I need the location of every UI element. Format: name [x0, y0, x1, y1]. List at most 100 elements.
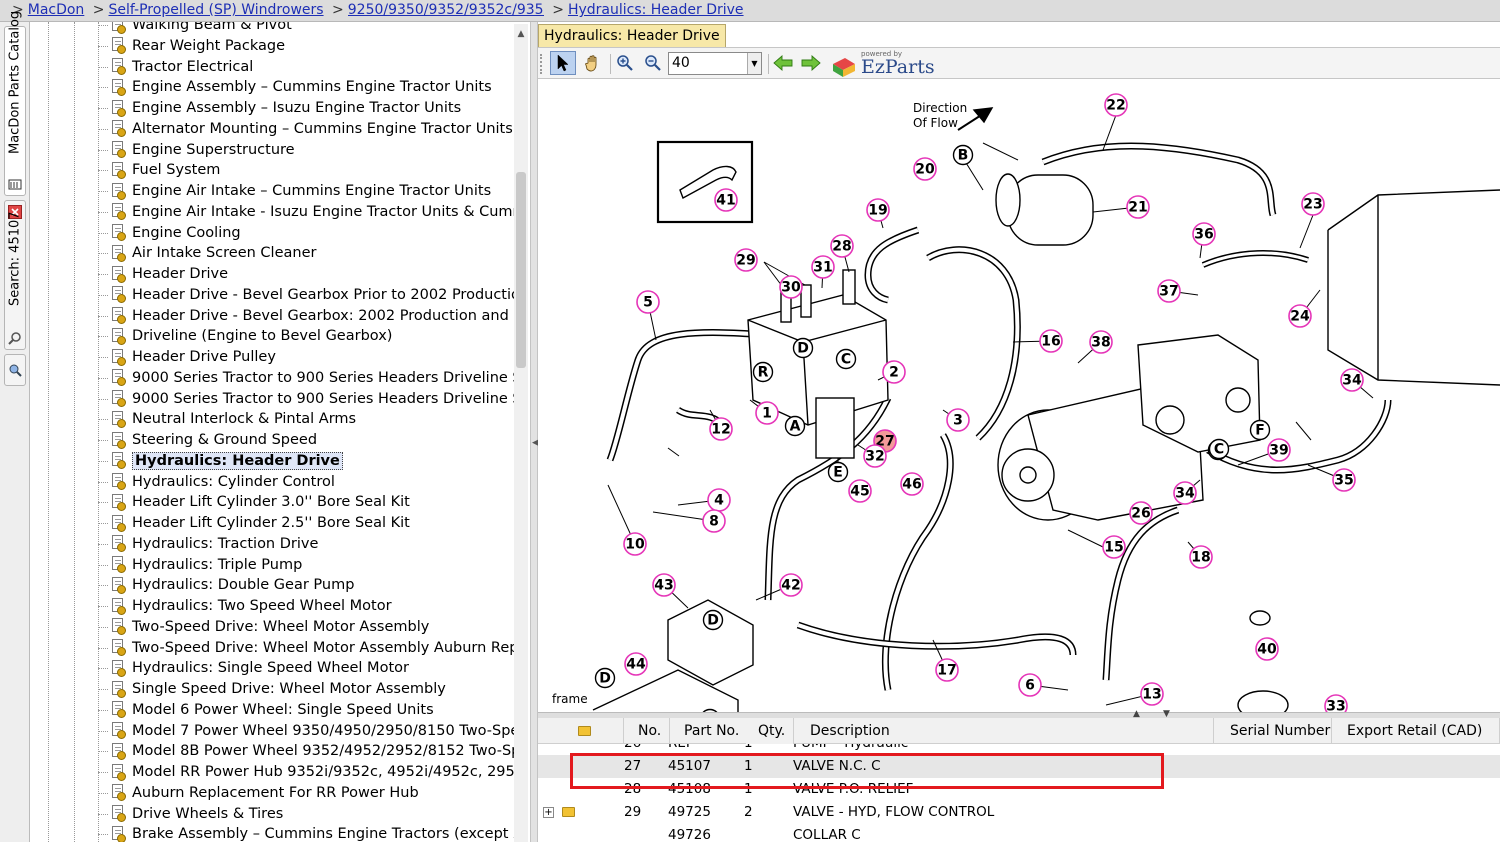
tree-scrollbar[interactable]: ▲ — [514, 24, 528, 842]
tree-item[interactable]: Walking Beam & Pivot — [98, 22, 292, 35]
collapse-down-icon[interactable]: ▼ — [1163, 709, 1170, 719]
tree-item[interactable]: Header Lift Cylinder 2.5'' Bore Seal Kit — [98, 513, 410, 533]
callout-26[interactable]: 26 — [1129, 501, 1153, 525]
pan-tool-button[interactable] — [580, 51, 606, 75]
callout-45[interactable]: 45 — [848, 479, 872, 503]
callout-4[interactable]: 4 — [707, 488, 731, 512]
tree-item[interactable]: Rear Weight Package — [98, 36, 285, 56]
callout-33[interactable]: 33 — [1324, 694, 1348, 712]
tree-item[interactable]: Single Speed Drive: Wheel Motor Assembly — [98, 679, 446, 699]
column-header-no[interactable]: No. — [624, 718, 670, 744]
tree-item[interactable]: Auburn Replacement For RR Power Hub — [98, 783, 419, 803]
callout-31[interactable]: 31 — [811, 255, 835, 279]
tree-item[interactable]: Engine Air Intake - Isuzu Engine Tractor… — [98, 202, 519, 222]
callout-21[interactable]: 21 — [1126, 195, 1150, 219]
tab-parts-catalog[interactable]: MacDon Parts Catalog — [4, 11, 26, 196]
callout-2[interactable]: 2 — [882, 360, 906, 384]
tree-item[interactable]: Steering & Ground Speed — [98, 430, 317, 450]
callout-3[interactable]: 3 — [946, 408, 970, 432]
callout-6[interactable]: 6 — [1018, 673, 1042, 697]
tree-scrollbar-thumb[interactable] — [516, 172, 526, 368]
callout-37[interactable]: 37 — [1157, 279, 1181, 303]
callout-10[interactable]: 10 — [623, 532, 647, 556]
breadcrumb-link-model[interactable]: 9250/9350/9352/9352c/9352i — [347, 2, 544, 18]
tree-item[interactable]: Drive Wheels & Tires — [98, 804, 283, 824]
tree-item[interactable]: Hydraulics: Double Gear Pump — [98, 575, 354, 595]
callout-23[interactable]: 23 — [1301, 192, 1325, 216]
callout-15[interactable]: 15 — [1102, 535, 1126, 559]
tree-item[interactable]: Engine Air Intake – Cummins Engine Tract… — [98, 181, 491, 201]
tree-item[interactable]: Two-Speed Drive: Wheel Motor Assembly Au… — [98, 638, 523, 658]
callout-35[interactable]: 35 — [1332, 468, 1356, 492]
callout-40[interactable]: 40 — [1255, 637, 1279, 661]
tree-item[interactable]: Hydraulics: Header Drive — [98, 451, 343, 471]
collapse-left-icon[interactable]: ◀ — [532, 438, 539, 448]
tree-item[interactable]: Hydraulics: Cylinder Control — [98, 472, 335, 492]
callout-8[interactable]: 8 — [702, 509, 726, 533]
tree-item[interactable]: Engine Superstructure — [98, 140, 295, 160]
callout-19[interactable]: 19 — [866, 198, 890, 222]
zoom-level-select[interactable]: 40 ▼ — [668, 52, 762, 75]
tree-item[interactable]: Model 8B Power Wheel 9352/4952/2952/8152… — [98, 741, 520, 761]
callout-16[interactable]: 16 — [1039, 329, 1063, 353]
tree-item[interactable]: Tractor Electrical — [98, 57, 253, 77]
tree-item[interactable]: Brake Assembly – Cummins Engine Tractors… — [98, 824, 523, 842]
callout-22[interactable]: 22 — [1104, 93, 1128, 117]
callout-30[interactable]: 30 — [779, 275, 803, 299]
scroll-up-icon[interactable]: ▲ — [517, 29, 525, 39]
tree-item[interactable]: Hydraulics: Single Speed Wheel Motor — [98, 658, 409, 678]
chevron-down-icon[interactable]: ▼ — [747, 53, 761, 74]
tree-item[interactable]: Model RR Power Hub 9352i/9352c, 4952i/49… — [98, 762, 524, 782]
zoom-in-button[interactable] — [612, 51, 638, 75]
tree-item[interactable]: Model 7 Power Wheel 9350/4950/2950/8150 … — [98, 721, 519, 741]
callout-42[interactable]: 42 — [779, 573, 803, 597]
back-button[interactable] — [770, 51, 796, 75]
breadcrumb-link-current[interactable]: Hydraulics: Header Drive — [567, 2, 744, 18]
pane-splitter[interactable]: ◀ — [530, 22, 539, 842]
callout-39[interactable]: 39 — [1267, 438, 1291, 462]
tree-item[interactable]: Header Drive Pulley — [98, 347, 276, 367]
callout-44[interactable]: 44 — [624, 652, 648, 676]
callout-38[interactable]: 38 — [1089, 330, 1113, 354]
tree-item[interactable]: Header Drive - Bevel Gearbox Prior to 20… — [98, 285, 520, 305]
tab-hydraulics-header-drive[interactable]: Hydraulics: Header Drive — [538, 24, 726, 47]
callout-1[interactable]: 1 — [755, 401, 779, 425]
callout-17[interactable]: 17 — [935, 658, 959, 682]
callout-24[interactable]: 24 — [1288, 304, 1312, 328]
zoom-out-button[interactable] — [640, 51, 666, 75]
callout-20[interactable]: 20 — [913, 157, 937, 181]
tree-item[interactable]: Header Lift Cylinder 3.0'' Bore Seal Kit — [98, 492, 410, 512]
table-row[interactable]: 26REF1PUMP - Hydraulic — [538, 744, 1500, 755]
breadcrumb-link-windrowers[interactable]: Self-Propelled (SP) Windrowers — [108, 2, 324, 18]
callout-32[interactable]: 32 — [863, 444, 887, 468]
expand-up-icon[interactable]: ▲ — [1133, 709, 1140, 719]
tree-item[interactable]: Air Intake Screen Cleaner — [98, 243, 316, 263]
tree-item[interactable]: Engine Assembly – Isuzu Engine Tractor U… — [98, 98, 461, 118]
callout-18[interactable]: 18 — [1189, 545, 1213, 569]
tab-tools[interactable] — [4, 354, 26, 386]
tree-item[interactable]: Header Drive — [98, 264, 228, 284]
tree-item[interactable]: Hydraulics: Triple Pump — [98, 555, 302, 575]
tree-item[interactable]: Fuel System — [98, 160, 220, 180]
tab-search[interactable]: Search: 45107 — [4, 200, 26, 350]
tree-item[interactable]: 9000 Series Tractor to 900 Series Header… — [98, 389, 522, 409]
callout-43[interactable]: 43 — [652, 573, 676, 597]
tree-item[interactable]: Hydraulics: Two Speed Wheel Motor — [98, 596, 392, 616]
callout-29[interactable]: 29 — [734, 248, 758, 272]
callout-41[interactable]: 41 — [714, 188, 738, 212]
tree-item[interactable]: Alternator Mounting – Cummins Engine Tra… — [98, 119, 513, 139]
callout-46[interactable]: 46 — [900, 472, 924, 496]
tree-item[interactable]: Engine Cooling — [98, 223, 241, 243]
tree-item[interactable]: Model 6 Power Wheel: Single Speed Units — [98, 700, 434, 720]
tree-item[interactable]: Two-Speed Drive: Wheel Motor Assembly — [98, 617, 429, 637]
tree-item[interactable]: Hydraulics: Traction Drive — [98, 534, 318, 554]
breadcrumb-link-macdon[interactable]: MacDon — [27, 2, 85, 18]
column-header-export-retail[interactable]: Export Retail (CAD) — [1332, 718, 1500, 744]
column-header-qty[interactable]: Qty. — [746, 718, 794, 744]
pointer-tool-button[interactable] — [550, 51, 576, 75]
